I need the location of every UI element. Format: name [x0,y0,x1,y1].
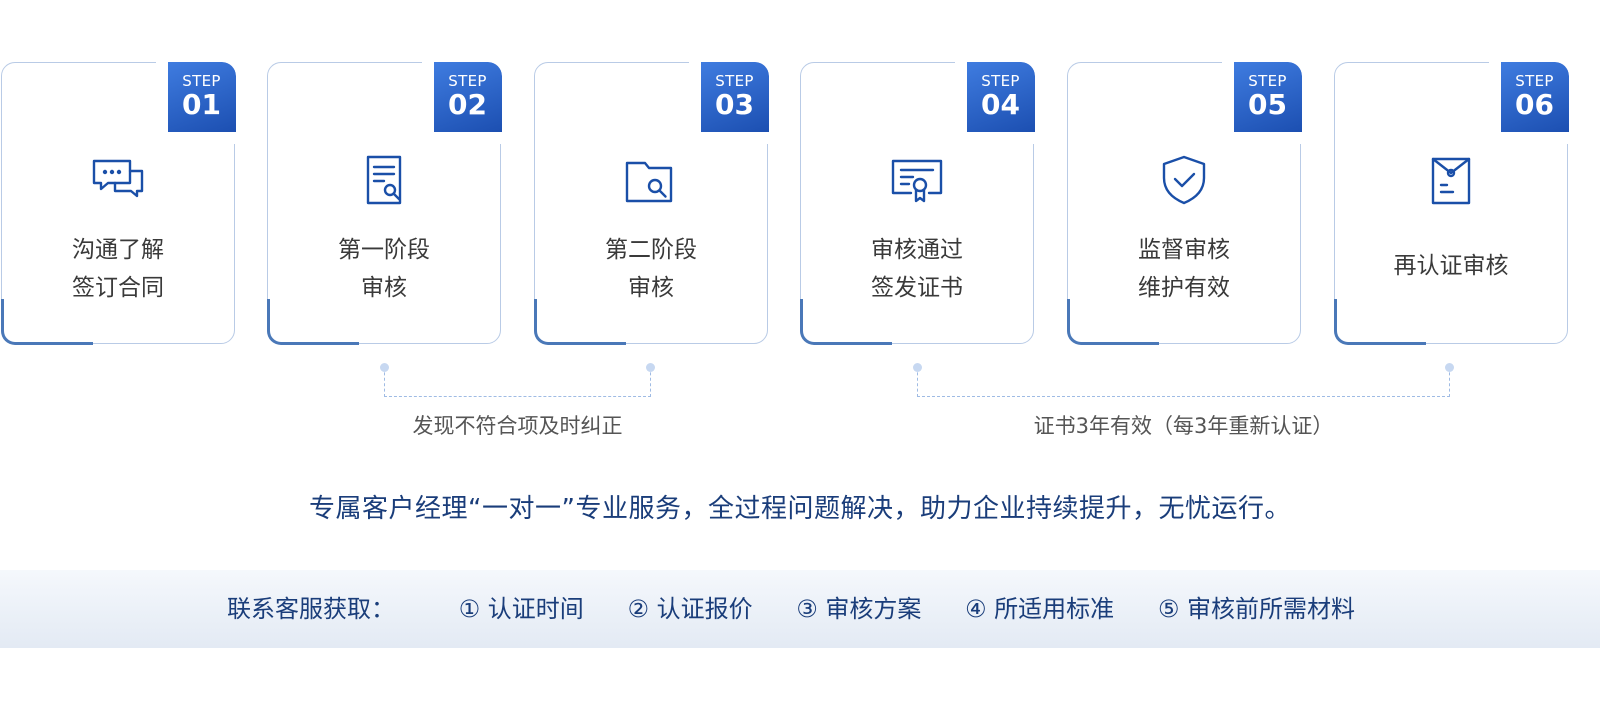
step-badge-number: 03 [715,87,754,121]
step-card-6: STEP 06 再认证审核 [1333,49,1581,345]
contact-title: 联系客服获取： [227,595,395,623]
step-label-line: 沟通了解 [72,237,164,263]
step-label: 第一阶段 审核 [268,231,500,307]
folder-search-icon [623,153,679,209]
bracket-dot [1445,363,1454,372]
step-badge-number: 04 [981,87,1020,121]
contact-content: 联系客服获取： ① 认证时间 ② 认证报价 ③ 审核方案 ④ 所适用标准 ⑤ 审… [0,570,1600,648]
bracket-dot [380,363,389,372]
step-badge-number: 01 [182,87,221,121]
step-badge-label: STEP [182,71,221,90]
step-badge: STEP 05 [1221,49,1314,144]
step-badge-number: 05 [1248,87,1287,121]
step-card-4: STEP 04 审核通过 签发证书 [799,49,1047,345]
validity-bracket [913,363,1454,397]
step-badge-label: STEP [1248,71,1287,90]
step-card-3: STEP 03 第二阶段 审核 [533,49,781,345]
step-card-5: STEP 05 监督审核 维护有效 [1066,49,1314,345]
step-card-1: STEP 01 沟通了解 签订合同 [0,49,248,345]
step-label: 监督审核 维护有效 [1068,231,1300,307]
step-badge-label: STEP [981,71,1020,90]
step-label: 沟通了解 签订合同 [2,231,234,307]
contact-item-standard[interactable]: ④ 所适用标准 [965,595,1115,623]
certificate-icon [889,153,945,209]
step-label: 审核通过 签发证书 [801,231,1033,307]
step-badge-number: 06 [1515,87,1554,121]
step-card-2: STEP 02 第一阶段 审核 [266,49,514,345]
contact-item-quote[interactable]: ② 认证报价 [627,595,753,623]
step-label-line: 签发证书 [871,275,963,301]
envelope-icon [1423,153,1479,209]
process-steps: STEP 01 沟通了解 签订合同 STEP 02 [0,49,1600,352]
chat-icon [90,153,146,209]
step-badge: STEP 03 [688,49,781,144]
contact-item-time[interactable]: ① 认证时间 [458,595,584,623]
document-search-icon [356,153,412,209]
step-badge: STEP 06 [1488,49,1581,144]
step-label-line: 审核 [361,275,407,301]
step-label-line: 再认证审核 [1393,253,1509,279]
step-badge: STEP 01 [155,49,248,144]
step-label: 再认证审核 [1335,247,1567,285]
step-badge: STEP 02 [421,49,514,144]
step-label-line: 第一阶段 [338,237,430,263]
stage-audit-bracket [380,363,655,397]
step-badge-label: STEP [448,71,487,90]
contact-item-plan[interactable]: ③ 审核方案 [796,595,922,623]
step-label-line: 第二阶段 [605,237,697,263]
bracket-dot [646,363,655,372]
bracket-dot [913,363,922,372]
step-label-line: 签订合同 [72,275,164,301]
step-label-line: 审核通过 [871,237,963,263]
step-badge: STEP 04 [954,49,1047,144]
contact-item-materials[interactable]: ⑤ 审核前所需材料 [1157,595,1355,623]
step-badge-label: STEP [715,71,754,90]
step-label-line: 审核 [628,275,674,301]
contact-bar: 联系客服获取： ① 认证时间 ② 认证报价 ③ 审核方案 ④ 所适用标准 ⑤ 审… [0,570,1600,648]
stage-audit-note: 发现不符合项及时纠正 [412,414,623,438]
service-tagline: 专属客户经理“一对一”专业服务，全过程问题解决，助力企业持续提升，无忧运行。 [309,494,1291,524]
step-badge-label: STEP [1515,71,1554,90]
step-label: 第二阶段 审核 [535,231,767,307]
step-badge-number: 02 [448,87,487,121]
step-label-line: 维护有效 [1138,275,1230,301]
step-label-line: 监督审核 [1138,237,1230,263]
shield-check-icon [1156,153,1212,209]
validity-note: 证书3年有效（每3年重新认证） [1033,414,1334,438]
